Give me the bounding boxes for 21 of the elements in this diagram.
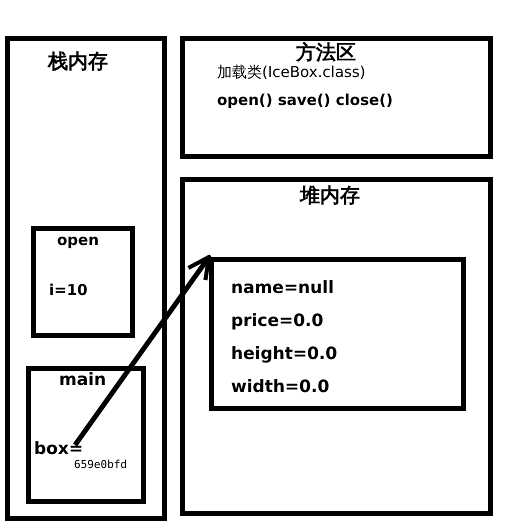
stack-frame-box <box>26 366 146 504</box>
address-text: 659e0bfd <box>74 459 127 472</box>
field-text: width=0.0 <box>231 378 330 398</box>
panel-title: 栈内存 <box>48 50 108 73</box>
panel-title: 堆内存 <box>300 184 360 207</box>
field-text: price=0.0 <box>231 312 324 332</box>
frame-title: open <box>57 232 99 250</box>
field-text: height=0.0 <box>231 345 338 365</box>
stack-frame-box <box>31 226 135 338</box>
arrow <box>73 254 212 446</box>
method-list: open() save() close() <box>217 92 393 110</box>
stack-panel <box>5 36 167 521</box>
field-text: name=null <box>231 279 334 299</box>
object-box <box>209 257 466 411</box>
frame-title: main <box>59 371 106 391</box>
variable-text: box= <box>34 439 84 459</box>
heap-panel <box>180 177 493 516</box>
method-area-panel <box>180 36 493 159</box>
panel-title: 方法区 <box>296 41 356 64</box>
variable-text: i=10 <box>49 282 88 300</box>
class-label: 加载类(IceBox.class) <box>217 64 366 82</box>
